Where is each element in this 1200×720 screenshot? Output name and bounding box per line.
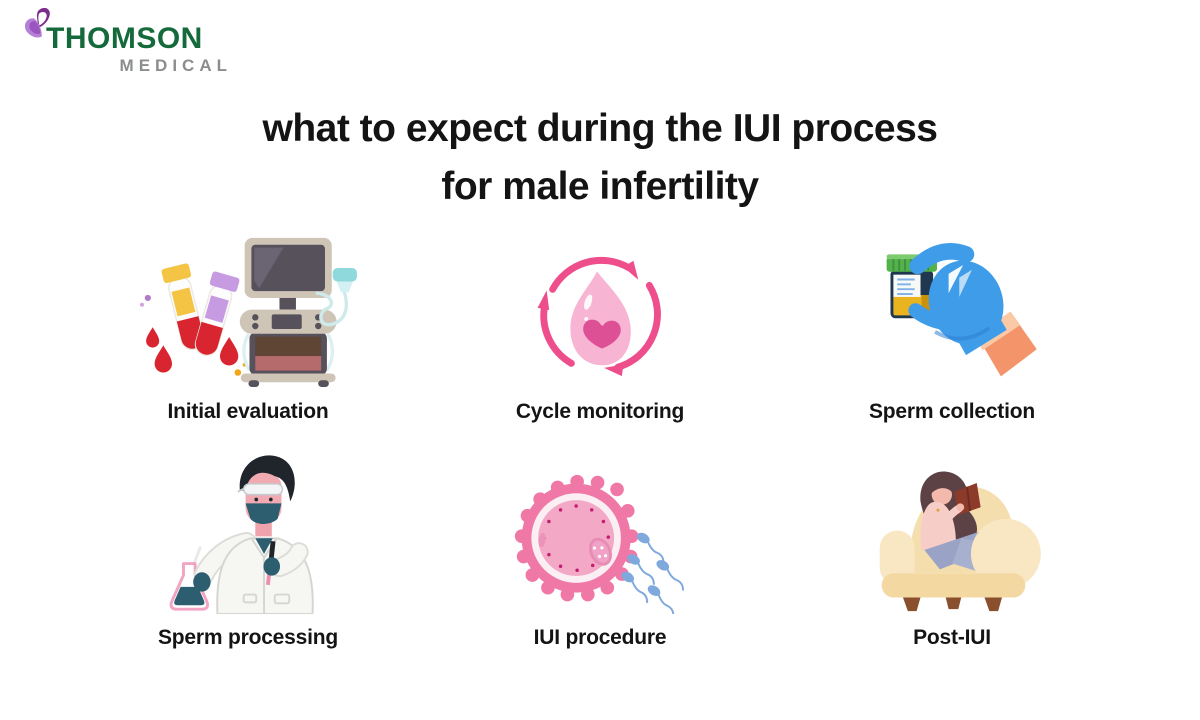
step-label: Initial evaluation — [167, 400, 329, 423]
step-card-initial-evaluation: Initial evaluation — [72, 236, 424, 424]
armchair-legs — [902, 597, 1002, 612]
step-label: Sperm processing — [157, 626, 339, 649]
step-label: Post-IUI — [913, 626, 991, 649]
armchair-left-arm — [879, 530, 915, 585]
armchair-seat — [881, 573, 1025, 598]
reading-woman — [919, 471, 1000, 572]
pipette-hand — [263, 541, 280, 586]
step-card-cycle-monitoring: Cycle monitoring — [424, 236, 776, 424]
logo-brand-subname: MEDICAL — [119, 56, 232, 75]
step-card-post-iui: Post-IUI — [776, 462, 1128, 650]
armchair-right-arm — [970, 518, 1041, 589]
cycle-arrows — [537, 256, 661, 377]
ultrasound-machine — [239, 237, 357, 388]
flask — [169, 546, 209, 611]
thomson-medical-logo: THOMSON MEDICAL — [22, 8, 232, 76]
step-label: Cycle monitoring — [515, 400, 685, 423]
lab-technician-flask-icon — [161, 455, 336, 614]
head — [236, 455, 295, 537]
drop-with-heart — [570, 271, 631, 366]
gloved-hand-sample-cup-icon — [867, 236, 1037, 388]
egg-cell-with-sperm-icon — [505, 462, 695, 614]
step-card-sperm-processing: Sperm processing — [72, 455, 424, 650]
steps-grid: Initial evaluation — [72, 236, 1128, 650]
butterfly-icon — [25, 8, 50, 38]
woman-resting-armchair-icon — [860, 462, 1045, 614]
left-glove — [192, 572, 211, 592]
step-card-sperm-collection: Sperm collection — [776, 236, 1128, 424]
blood-tubes-ultrasound-icon — [136, 236, 361, 388]
cycle-arrows-drop-icon — [526, 236, 674, 388]
blood-test-tubes — [139, 263, 247, 376]
blue-glove — [908, 243, 1007, 356]
title-line-1: what to expect during the IUI process — [262, 107, 938, 150]
page-title: what to expect during the IUI process fo… — [0, 100, 1200, 216]
step-label: Sperm collection — [868, 400, 1035, 423]
logo-brand-name: THOMSON — [46, 22, 203, 55]
logo-wordmark: THOMSON MEDICAL — [46, 24, 232, 76]
sperm-cells — [621, 532, 685, 614]
egg-cell — [514, 474, 639, 602]
step-card-iui-procedure: IUI procedure — [424, 462, 776, 650]
step-label: IUI procedure — [533, 626, 667, 649]
title-line-2: for male infertility — [441, 165, 759, 208]
